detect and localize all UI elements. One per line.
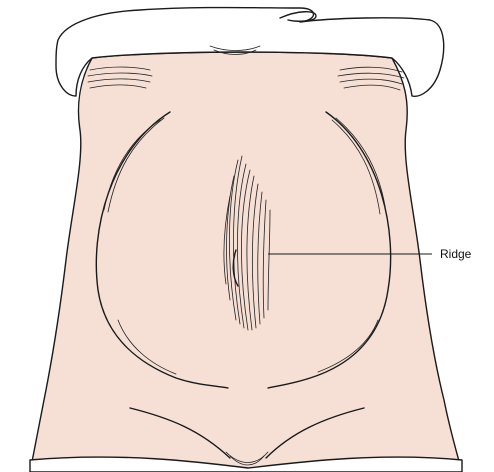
- ridge-label: Ridge: [440, 247, 472, 261]
- torso: [30, 52, 462, 472]
